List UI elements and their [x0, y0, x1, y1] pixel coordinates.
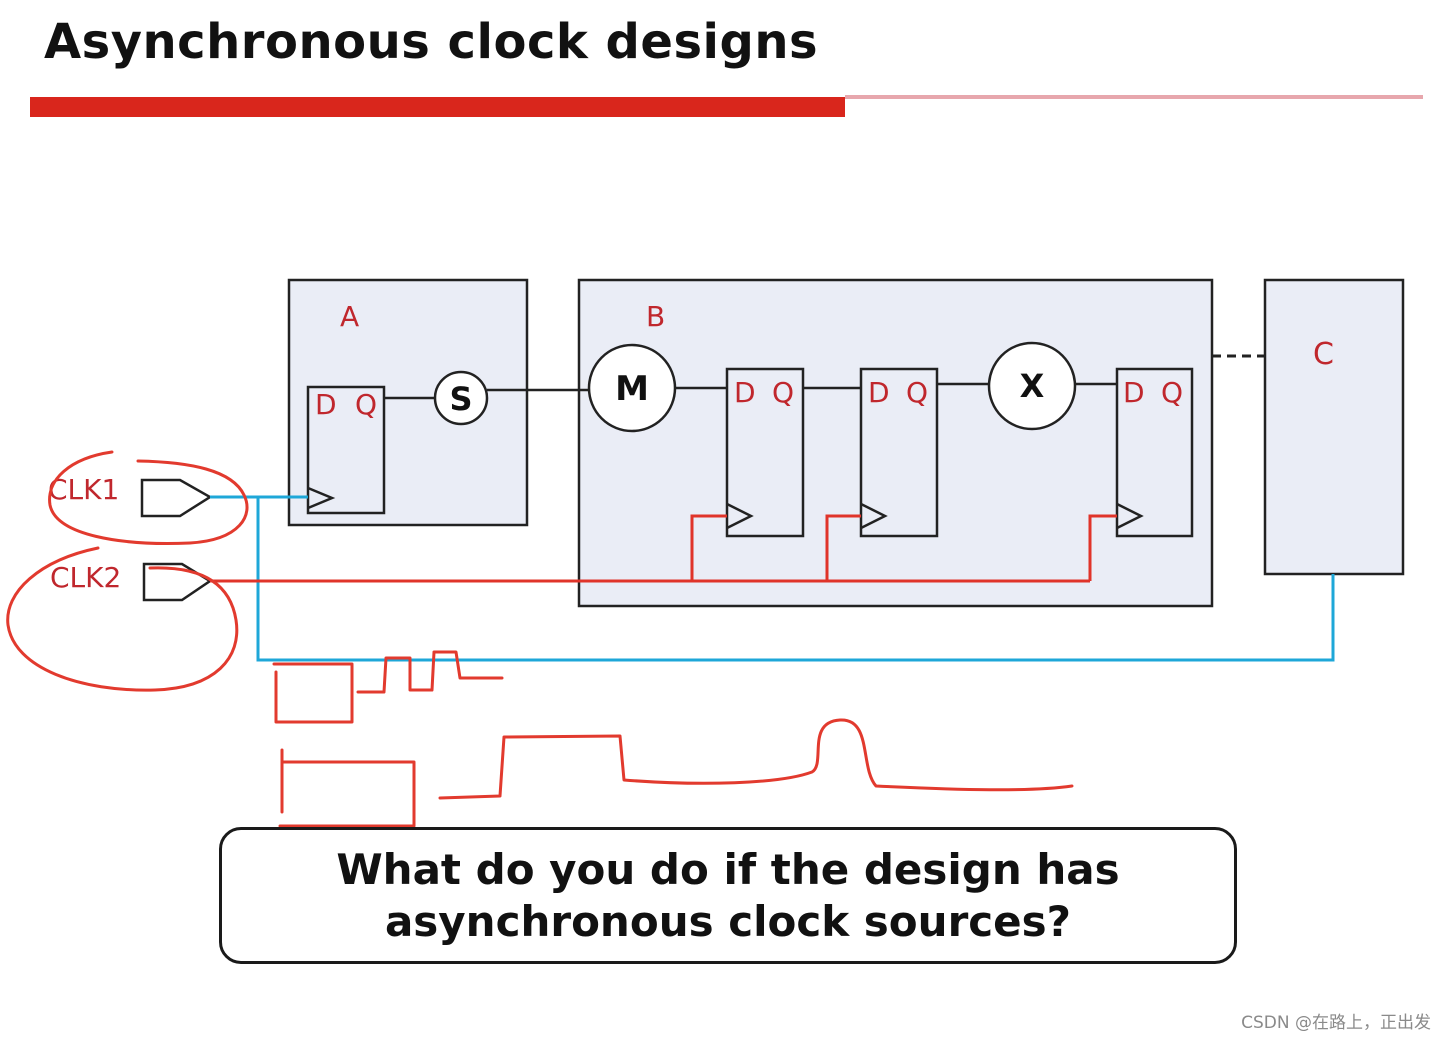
flipflop-b3-d-pin: D [1123, 376, 1145, 409]
question-box: What do you do if the design has asynchr… [219, 827, 1237, 964]
flipflop-a-d-pin: D [315, 388, 337, 421]
node-x-label: X [1020, 367, 1045, 405]
flipflop-b3: D Q [1115, 367, 1194, 538]
clk2-circled-annotation [6, 546, 239, 692]
clk1-circled-annotation [48, 450, 249, 545]
clk2-wire-to-ff1 [690, 514, 727, 581]
flipflop-b1-clock-pin [726, 502, 754, 530]
flipflop-a-clock-pin [307, 486, 336, 510]
flipflop-b2-q-pin: Q [906, 376, 928, 409]
clk1-source-symbol [140, 478, 213, 518]
node-m: M [587, 343, 677, 433]
flipflop-a: D Q [306, 385, 386, 515]
flipflop-b1: D Q [725, 367, 805, 538]
flipflop-b3-q-pin: Q [1161, 376, 1183, 409]
clk2-wire-to-ff3 [1088, 514, 1117, 581]
clk1-label: CLK1 [48, 473, 119, 506]
flipflop-b3-clock-pin [1116, 502, 1144, 530]
clk1-waveform-sketch [272, 650, 504, 724]
flipflop-b2-clock-pin [860, 502, 888, 530]
block-c: C [1263, 278, 1405, 576]
hand-annotations [6, 450, 1074, 828]
watermark: CSDN @在路上，正出发 [1241, 1013, 1431, 1033]
slide-title: Asynchronous clock designs [44, 14, 819, 70]
node-s-circle [433, 370, 489, 426]
flipflop-b2-d-pin: D [868, 376, 890, 409]
node-m-label: M [615, 369, 649, 409]
flipflop-b2-body [859, 367, 939, 538]
clk2-wire-to-ff2 [825, 514, 861, 581]
node-x-circle [987, 341, 1077, 431]
clk2-source: CLK2 [50, 561, 213, 602]
clk1-source: CLK1 [48, 473, 213, 518]
flipflop-b2: D Q [859, 367, 939, 538]
block-c-frame [1263, 278, 1405, 576]
flipflop-b1-d-pin: D [734, 376, 756, 409]
block-a-label: A [340, 300, 359, 333]
title-underline-thick [30, 97, 845, 117]
flipflop-b3-body [1115, 367, 1194, 538]
node-s-label: S [449, 380, 472, 418]
flipflop-b1-body [725, 367, 805, 538]
flipflop-a-q-pin: Q [355, 388, 377, 421]
block-c-label: C [1313, 337, 1334, 372]
clk2-label: CLK2 [50, 561, 121, 594]
clk2-waveform-sketch [278, 718, 1074, 828]
question-line-2: asynchronous clock sources? [384, 896, 1072, 946]
clk1-wire-to-block-c [256, 497, 1335, 662]
question-line-1: What do you do if the design has [336, 844, 1120, 894]
flipflop-b1-q-pin: Q [772, 376, 794, 409]
block-b-label: B [646, 300, 665, 333]
title-underline-thin [845, 95, 1423, 99]
node-x: X [987, 341, 1077, 431]
node-s: S [433, 370, 489, 426]
